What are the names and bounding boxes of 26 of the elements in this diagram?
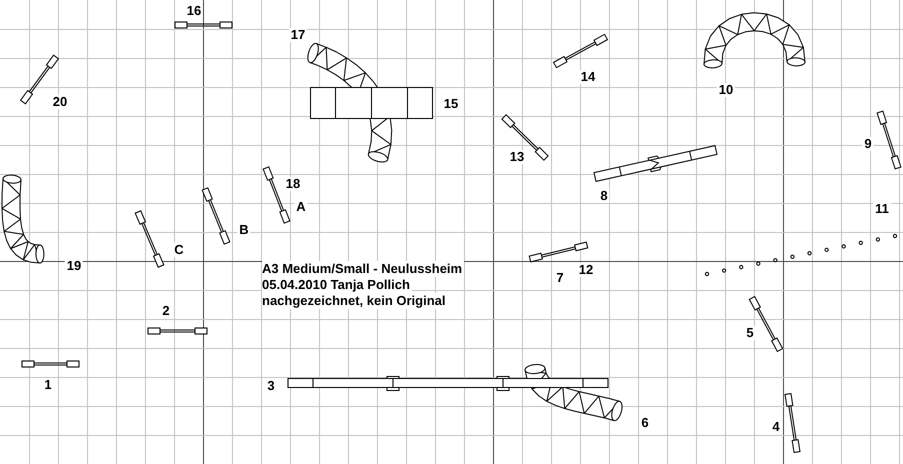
obstacle-letter: C (172, 243, 186, 257)
obstacle-number: 17 (288, 28, 308, 42)
obstacle-number: 7 (554, 271, 566, 285)
obstacle-number: 4 (770, 420, 782, 434)
obstacle-number: 15 (442, 97, 460, 111)
obstacle-number: 5 (744, 326, 756, 340)
obstacle-number: 1 (42, 378, 54, 392)
obstacle-number: 11 (873, 202, 891, 216)
obstacle-number: 13 (508, 150, 526, 164)
obstacle-number: 20 (50, 95, 70, 109)
course-info-text: 05.04.2010 Tanja Pollich (262, 277, 412, 293)
obstacle-number: 14 (578, 70, 598, 84)
obstacle-number: 8 (598, 189, 610, 203)
obstacle-number: 19 (64, 259, 84, 273)
obstacle-number: 9 (862, 137, 874, 151)
obstacle-letter: B (237, 223, 251, 237)
obstacle-letter: A (294, 200, 308, 214)
obstacle-number: 12 (576, 263, 596, 277)
course-info-text: nachgezeichnet, kein Original (262, 293, 448, 309)
course-info-text: A3 Medium/Small - Neulussheim (262, 261, 464, 277)
obstacle-number: 16 (184, 4, 204, 18)
obstacle-number: 3 (265, 379, 277, 393)
obstacle-number: 2 (160, 304, 172, 318)
obstacle-number: 10 (716, 83, 736, 97)
obstacle-number: 6 (639, 416, 651, 430)
obstacle-number: 18 (284, 177, 302, 191)
